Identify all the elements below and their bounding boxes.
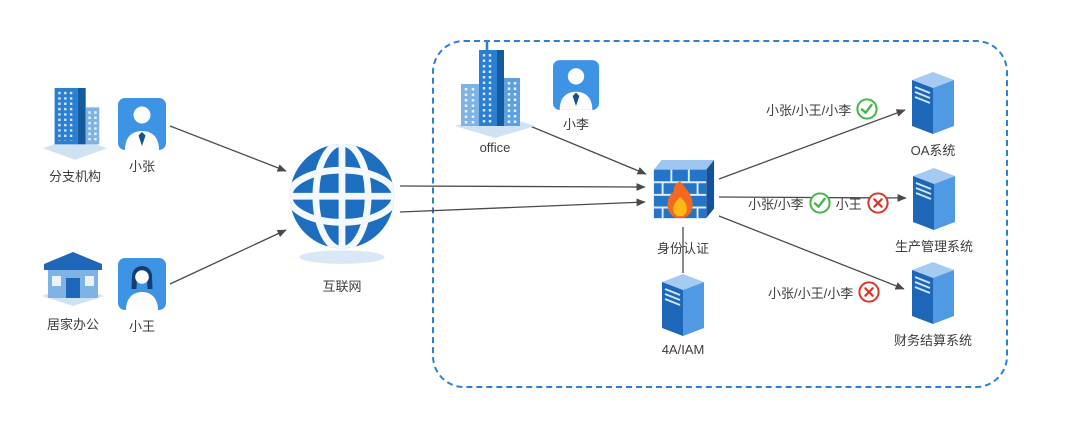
store-icon	[40, 246, 106, 308]
server-icon	[911, 168, 957, 230]
node-system-production: 生产管理系统	[878, 168, 990, 255]
node-user-xiaozhang: 小张	[112, 98, 172, 175]
node-label: 居家办公	[46, 317, 99, 332]
building-icon	[41, 82, 109, 160]
trusted-zone-boundary	[432, 40, 1008, 388]
access-users: 小王	[835, 196, 862, 212]
user-male-icon	[553, 60, 599, 110]
office-buildings-icon	[453, 42, 537, 138]
access-users: 小张/小王/小李	[766, 102, 852, 118]
node-label: 生产管理系统	[894, 239, 973, 254]
deny-icon	[858, 281, 880, 303]
node-user-xiaowang: 小王	[112, 258, 172, 335]
node-label: 4A/IAM	[661, 342, 705, 357]
node-user-xiaoli: 小李	[548, 60, 604, 133]
node-internet: 互联网	[282, 140, 402, 295]
node-label: 分支机构	[48, 169, 101, 184]
connector-xiaozhang-internet	[169, 125, 287, 172]
node-system-finance: 财务结算系统	[874, 262, 992, 349]
node-identity-auth: 身份认证	[640, 156, 726, 257]
deny-icon	[867, 192, 889, 214]
user-male-icon	[118, 98, 166, 150]
node-label: office	[479, 140, 511, 155]
server-icon	[910, 262, 956, 324]
node-label: 互联网	[322, 279, 362, 294]
access-annotation-production: 小张/小李 小王	[748, 192, 889, 214]
node-office: office	[450, 42, 540, 155]
node-branch-office: 分支机构	[30, 82, 120, 185]
allow-icon	[856, 98, 878, 120]
access-annotation-oa: 小张/小王/小李	[766, 98, 878, 120]
node-home-office: 居家办公	[28, 246, 118, 333]
node-label: 小张	[128, 159, 155, 174]
allow-icon	[809, 192, 831, 214]
node-label: 小李	[562, 117, 589, 132]
user-female-icon	[118, 258, 166, 310]
node-label: 小王	[128, 319, 155, 334]
access-users: 小张/小李	[748, 196, 804, 212]
connector-xiaowang-internet	[169, 229, 287, 285]
node-label: 财务结算系统	[893, 333, 972, 348]
globe-icon	[284, 140, 400, 266]
server-icon	[910, 72, 956, 134]
node-label: 身份认证	[656, 241, 709, 256]
node-iam-server: 4A/IAM	[645, 274, 721, 357]
access-users: 小张/小王/小李	[768, 285, 854, 301]
node-system-oa: OA系统	[890, 72, 976, 159]
node-label: OA系统	[910, 143, 956, 158]
access-annotation-finance: 小张/小王/小李	[768, 281, 880, 303]
server-icon	[660, 274, 706, 336]
firewall-icon	[650, 156, 716, 226]
